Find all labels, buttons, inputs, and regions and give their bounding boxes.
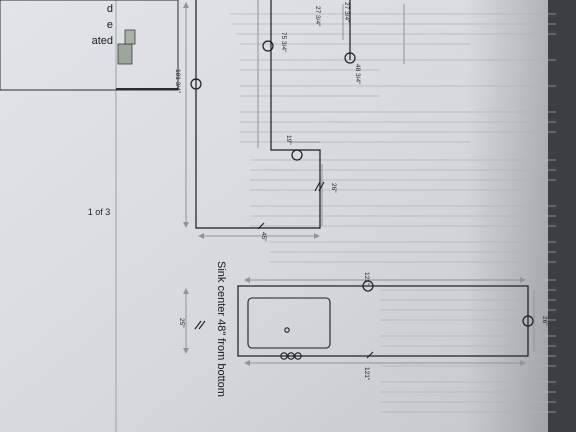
dim-middle-right: 48 3/4" bbox=[354, 64, 361, 85]
straight-markers bbox=[362, 280, 534, 327]
dim-straight-width: 26" bbox=[541, 316, 548, 326]
marker-circle bbox=[362, 280, 374, 292]
seam-marks bbox=[257, 181, 325, 230]
legend-panel: d e ated bbox=[0, 0, 179, 432]
l-shape-markers bbox=[190, 40, 356, 161]
dim-straight-inner: 25" bbox=[178, 318, 185, 328]
legend-swatch bbox=[117, 29, 136, 65]
straight-dimension-lines bbox=[185, 279, 535, 364]
dim-outer: 101 3/4" bbox=[174, 69, 181, 94]
l-shape-dimension-lines bbox=[185, 0, 405, 237]
dim-middle: 75 3/4" bbox=[280, 32, 287, 53]
dim-straight-bottom: 121" bbox=[363, 367, 370, 381]
dim-straight-top: 121" bbox=[363, 272, 370, 286]
dim-return: 45" bbox=[260, 232, 267, 242]
marker-circle bbox=[291, 149, 303, 161]
dim-depth: 26" bbox=[330, 183, 337, 193]
dim-left-side-label: 27 3/4" bbox=[343, 2, 350, 23]
dim-top-left: 27 3/4" bbox=[314, 6, 321, 27]
sink-center-note: Sink center 48" from bottom bbox=[215, 261, 227, 397]
legend-line-1: d bbox=[107, 3, 113, 15]
l-shape-arrowheads bbox=[183, 2, 320, 239]
dim-notch: 19" bbox=[285, 135, 292, 145]
marker-circle bbox=[262, 40, 274, 52]
legend-line-3: ated bbox=[92, 35, 113, 47]
page-indicator: 1 of 3 bbox=[88, 207, 111, 217]
sink-icon bbox=[247, 297, 331, 360]
marker-circle bbox=[190, 78, 202, 90]
straight-countertop bbox=[237, 285, 529, 357]
straight-arrowheads bbox=[183, 277, 526, 366]
marker-circle bbox=[344, 52, 356, 64]
bleed-through-text bbox=[230, 13, 556, 413]
legend-line-2: e bbox=[107, 19, 113, 31]
marker-circle bbox=[522, 315, 534, 327]
seam-marks bbox=[194, 320, 374, 359]
